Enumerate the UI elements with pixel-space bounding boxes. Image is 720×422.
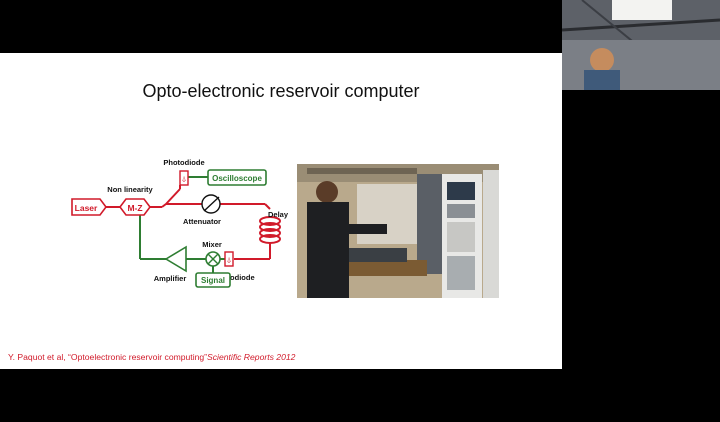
- mz-label: M-Z: [127, 203, 142, 213]
- amplifier-label: Amplifier: [154, 274, 187, 283]
- slide-title: Opto-electronic reservoir computer: [142, 81, 420, 101]
- mixer-icon: [205, 251, 221, 267]
- mixer-label: Mixer: [202, 240, 222, 249]
- citation-journal: Scientific Reports 2012: [207, 352, 296, 362]
- photodiode-bottom-label: Photodiode: [213, 273, 254, 282]
- photodiode-bottom-icon: ⍙: [224, 251, 234, 267]
- laser-label: Laser: [75, 203, 98, 213]
- lab-photo: [297, 164, 499, 298]
- signal-box: Signal: [195, 272, 231, 288]
- svg-text:⍙: ⍙: [227, 256, 231, 264]
- citation-text: Y. Paquot et al, “Optoelectronic reservo…: [8, 352, 208, 362]
- signal-label: Signal: [201, 276, 225, 285]
- svg-text:⍙: ⍙: [182, 175, 186, 183]
- nonlinearity-label: Non linearity: [107, 185, 153, 194]
- oscilloscope-box: Oscilloscope: [207, 169, 267, 186]
- photodiode-top-label: Photodiode: [163, 159, 204, 167]
- amplifier-icon: [164, 245, 187, 273]
- oscilloscope-label: Oscilloscope: [212, 174, 262, 183]
- attenuator-label: Attenuator: [183, 217, 221, 226]
- photodiode-top-icon: ⍙: [179, 170, 189, 186]
- webcam-feed: [562, 0, 720, 90]
- reservoir-diagram: Laser M-Z Non linearity Photodiode ⍙ Osc…: [71, 159, 289, 288]
- mz-modulator: M-Z: [119, 198, 151, 216]
- presentation-slide: Opto-electronic reservoir computer: [0, 53, 562, 369]
- attenuator-icon: [201, 194, 221, 214]
- laser-box: Laser: [71, 198, 107, 216]
- citation: Y. Paquot et al, “Optoelectronic reservo…: [8, 352, 295, 362]
- delay-label: Delay: [268, 210, 289, 219]
